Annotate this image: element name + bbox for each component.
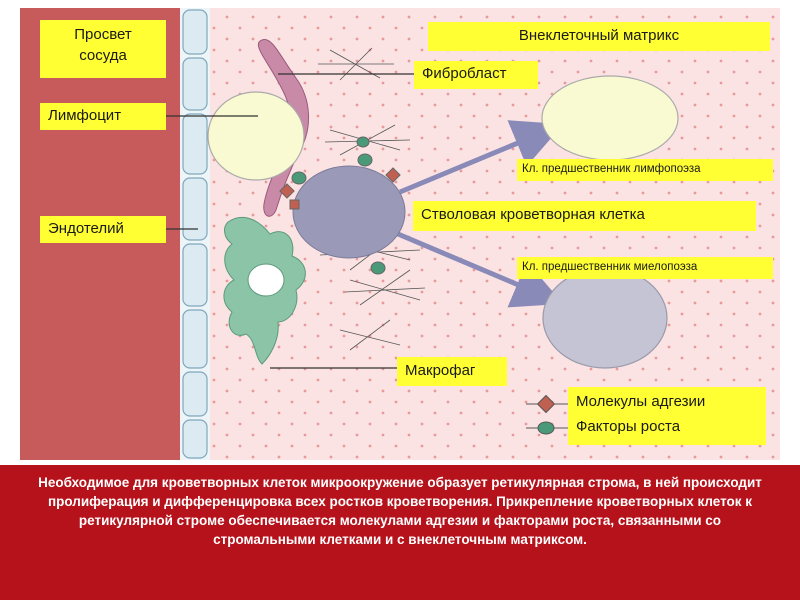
myelopoiesis-precursor-cell xyxy=(542,267,668,369)
endothelial-cell xyxy=(182,113,208,175)
lymphocyte-cell xyxy=(207,91,305,181)
fibroblast-cell xyxy=(257,39,310,217)
legend-markers xyxy=(526,394,568,435)
label-endothelium: Эндотелий xyxy=(40,216,166,243)
endothelial-cell xyxy=(182,57,208,111)
label-vessel-lumen-line1: Просвет xyxy=(74,26,132,43)
growth-factor xyxy=(356,136,370,148)
endothelial-cell xyxy=(182,177,208,241)
label-fibroblast: Фибробласт xyxy=(414,61,538,89)
label-vessel-lumen: Просвет сосуда xyxy=(40,20,166,78)
endothelial-cell xyxy=(182,9,208,55)
legend-growth-factor-icon xyxy=(537,421,555,435)
label-stem-cell: Стволовая кроветворная клетка xyxy=(413,201,756,231)
legend: Молекулы адгезии Факторы роста xyxy=(568,387,766,445)
arrow-to-myelopoiesis xyxy=(397,231,564,308)
arrow-to-lymphopoiesis xyxy=(399,120,564,195)
endothelium-layer xyxy=(180,8,210,460)
growth-factor xyxy=(357,153,373,167)
lymphopoiesis-precursor-cell xyxy=(541,75,679,161)
label-myelopoiesis-precursor: Кл. предшественник миелопоэза xyxy=(517,257,773,279)
stem-cell xyxy=(292,165,406,259)
endothelial-cell xyxy=(182,371,208,417)
macrophage-nucleus xyxy=(247,263,285,297)
label-lymphopoiesis-precursor: Кл. предшественник лимфопоэза xyxy=(517,159,773,181)
legend-adhesion-icon xyxy=(536,394,556,414)
growth-factor xyxy=(370,261,386,275)
endothelial-cell xyxy=(182,419,208,459)
legend-growth-factors: Факторы роста xyxy=(576,418,681,435)
reticular-fibers xyxy=(318,47,426,351)
adhesion-molecule xyxy=(385,167,401,183)
label-macrophage: Макрофаг xyxy=(397,357,507,386)
growth-factor xyxy=(291,171,307,185)
endothelial-cell xyxy=(182,309,208,369)
caption-text: Необходимое для кроветворных клеток микр… xyxy=(0,465,800,600)
adhesion-molecule xyxy=(279,183,295,199)
leader-lines xyxy=(166,73,414,369)
label-lymphocyte: Лимфоцит xyxy=(40,103,166,130)
legend-adhesion-molecules: Молекулы адгезии xyxy=(576,393,706,410)
label-extracellular-matrix: Внеклеточный матрикс xyxy=(428,22,770,51)
molecule-markers xyxy=(279,136,401,275)
adhesion-molecule xyxy=(289,199,300,210)
label-vessel-lumen-line2: сосуда xyxy=(79,47,127,64)
endothelial-cell xyxy=(182,243,208,307)
